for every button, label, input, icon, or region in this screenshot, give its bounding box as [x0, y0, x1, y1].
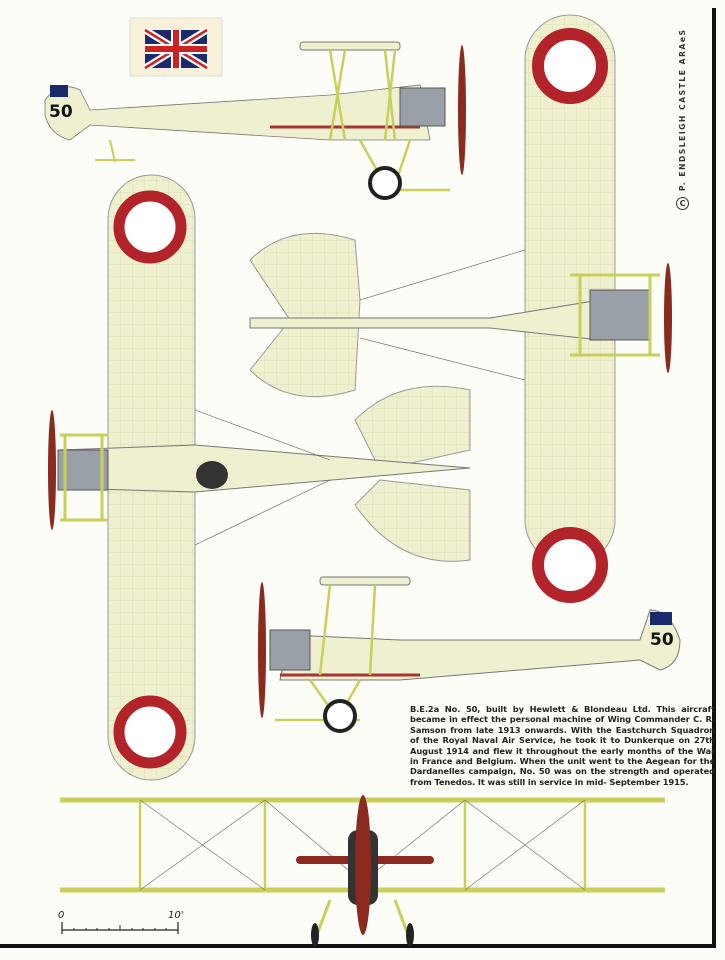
- front-view: [60, 795, 665, 947]
- scale-start-label: 0: [58, 910, 65, 921]
- scale-bar: [61, 922, 179, 934]
- fuselage-number-bottom: 50: [650, 630, 674, 650]
- tail-flag-top: [50, 85, 68, 97]
- fuselage-number-top: 50: [49, 102, 73, 122]
- caption-text: B.E.2a No. 50, built by Hewlett & Blonde…: [410, 704, 715, 787]
- side-view-starboard: [258, 576, 681, 733]
- scale-end-label: 10': [168, 910, 184, 921]
- plan-view-top: [48, 174, 471, 781]
- plan-view-underside: [249, 14, 672, 603]
- copyright-icon: C: [676, 197, 689, 210]
- artist-credit: C P. ENDSLEIGH CASTLE ARAeS: [676, 28, 689, 210]
- union-flag: [129, 17, 223, 77]
- artist-name: P. ENDSLEIGH CASTLE ARAeS: [678, 28, 687, 191]
